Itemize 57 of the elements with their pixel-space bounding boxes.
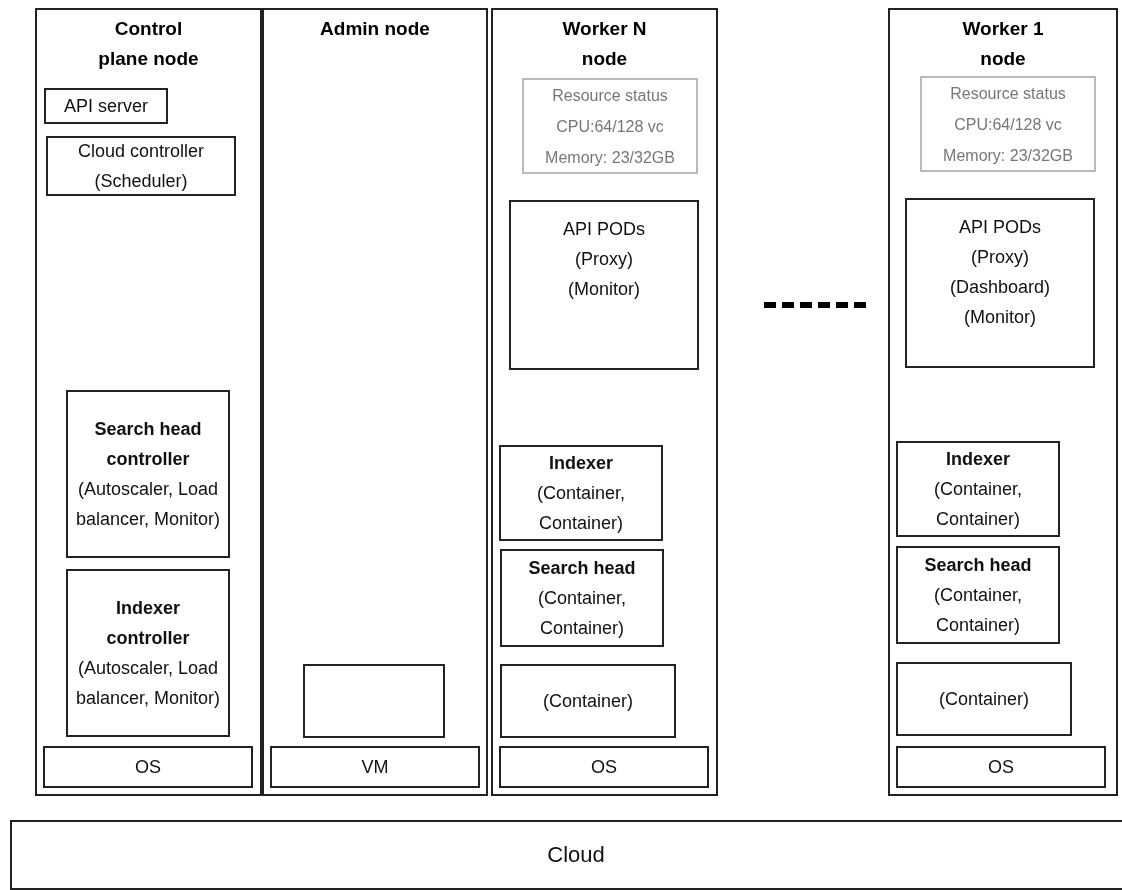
component-label: API PODs (Proxy) (Monitor) [562, 218, 646, 301]
status-text: CPU:64/128 vc [954, 114, 1062, 135]
component-box [499, 746, 709, 788]
component-label: API server [64, 95, 148, 118]
component-box [509, 200, 699, 370]
component-label: Search head controller [93, 418, 203, 471]
component-label: OS [591, 756, 617, 779]
status-text: CPU:64/128 vc [556, 116, 664, 137]
component-label: Cloud controller (Scheduler) [76, 140, 206, 193]
component-label: Cloud [547, 841, 605, 869]
component-box [896, 746, 1106, 788]
component-label: API PODs (Proxy) (Dashboard) (Monitor) [948, 216, 1051, 329]
node-title: Worker 1 node [961, 17, 1045, 71]
node-panel [35, 8, 262, 796]
component-detail: (Autoscaler, Load balancer, Monitor) [74, 478, 222, 531]
status-text: Resource status [950, 83, 1066, 104]
component-label: Indexer [548, 452, 614, 475]
component-detail: (Autoscaler, Load balancer, Monitor) [74, 657, 222, 710]
component-label: Indexer controller [105, 597, 191, 650]
component-box [896, 441, 1060, 537]
component-label: OS [988, 756, 1014, 779]
component-box [303, 664, 445, 738]
component-detail: (Container, Container) [932, 584, 1024, 637]
component-label: OS [135, 756, 161, 779]
component-box [896, 546, 1060, 644]
component-box [66, 390, 230, 558]
component-label: (Container) [938, 688, 1029, 711]
component-box [500, 664, 676, 738]
component-box [43, 746, 253, 788]
node-panel [262, 8, 488, 796]
node-title: Worker N node [561, 17, 648, 71]
cloud-layer [10, 820, 1122, 890]
node-title: Admin node [319, 17, 431, 41]
status-text: Memory: 23/32GB [545, 147, 675, 168]
component-box [499, 445, 663, 541]
component-box [270, 746, 480, 788]
status-text: Resource status [552, 85, 668, 106]
node-panel [888, 8, 1118, 796]
component-box [896, 662, 1072, 736]
component-label: Indexer [945, 448, 1011, 471]
component-box [44, 88, 168, 124]
component-box [905, 198, 1095, 368]
component-label: VM [361, 756, 389, 779]
node-title: Control plane node [97, 17, 200, 71]
component-detail: (Container, Container) [932, 478, 1024, 531]
status-box [920, 76, 1096, 172]
component-label: (Container) [542, 690, 633, 713]
status-text: Memory: 23/32GB [943, 145, 1073, 166]
status-box [522, 78, 698, 174]
component-label: Search head [527, 557, 637, 580]
component-detail: (Container, Container) [536, 587, 628, 640]
component-box [66, 569, 230, 737]
component-detail: (Container, Container) [535, 482, 627, 535]
node-panel [491, 8, 718, 796]
component-box [46, 136, 236, 196]
component-label: Search head [923, 554, 1033, 577]
component-box [500, 549, 664, 647]
